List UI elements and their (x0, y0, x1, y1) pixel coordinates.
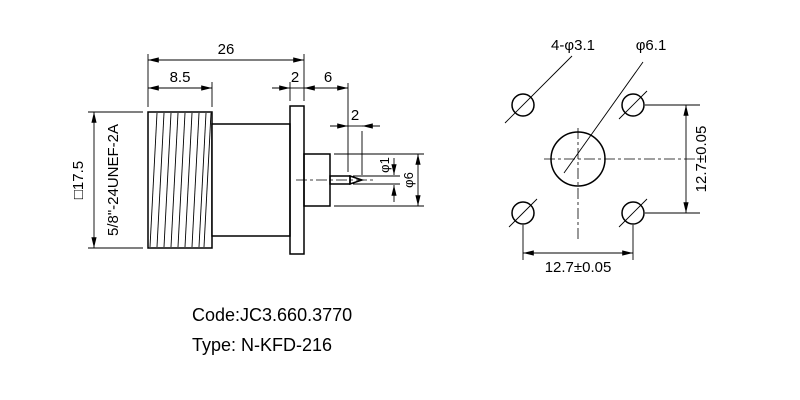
dim-flange-thickness: 2 (291, 69, 299, 86)
dim-pin-length: 6 (324, 69, 332, 86)
mount-hole-bottom-left (511, 201, 535, 225)
mount-hole-top-right (621, 93, 645, 117)
side-view: 26 8.5 2 6 2 □17.5 5/8"-24UNEF-2A φ1 φ6 (70, 41, 424, 255)
part-type: Type: N-KFD-216 (192, 335, 332, 355)
dim-thread-length: 8.5 (170, 69, 191, 86)
body-section (211, 123, 291, 237)
dim-insulator-diameter: φ6 (401, 172, 416, 188)
side-dimension-lines (91, 57, 421, 248)
end-dimension-labels: 4-φ3.1 φ6.1 12.7±0.05 12.7±0.05 (545, 37, 710, 276)
end-view: 4-φ3.1 φ6.1 12.7±0.05 12.7±0.05 (504, 37, 710, 276)
part-code: Code:JC3.660.3770 (192, 305, 352, 325)
hole-diagonal-tick (618, 90, 648, 120)
dim-pin-tip-length: 2 (351, 107, 359, 124)
title-block: Code:JC3.660.3770 Type: N-KFD-216 (192, 305, 352, 355)
dim-flange-square: □17.5 (70, 161, 87, 199)
side-dimension-labels: 26 8.5 2 6 2 □17.5 5/8"-24UNEF-2A φ1 φ6 (70, 41, 416, 236)
dim-pin-diameter: φ1 (377, 157, 392, 173)
center-hole (550, 131, 606, 187)
dim-hole-spacing-horizontal: 12.7±0.05 (545, 259, 612, 276)
end-dimension-lines (523, 105, 689, 256)
thread-spec-label: 5/8"-24UNEF-2A (105, 124, 122, 236)
mount-hole-top-left (511, 93, 535, 117)
center-hole-leader-line (563, 61, 644, 174)
dim-hole-spacing-vertical: 12.7±0.05 (693, 126, 710, 193)
hole-diagonal-tick (618, 198, 648, 228)
connector-outline (147, 105, 374, 255)
mount-holes-leader-line (504, 55, 573, 124)
dim-total-length: 26 (218, 41, 235, 58)
end-extension-lines (522, 104, 700, 260)
side-extension-lines (88, 54, 424, 249)
dim-center-hole: φ6.1 (636, 37, 667, 54)
mount-hole-bottom-right (621, 201, 645, 225)
thread-hatching (149, 112, 212, 248)
dim-mounting-holes: 4-φ3.1 (551, 37, 595, 54)
hole-diagonal-tick (508, 198, 538, 228)
end-view-outline (504, 55, 704, 242)
